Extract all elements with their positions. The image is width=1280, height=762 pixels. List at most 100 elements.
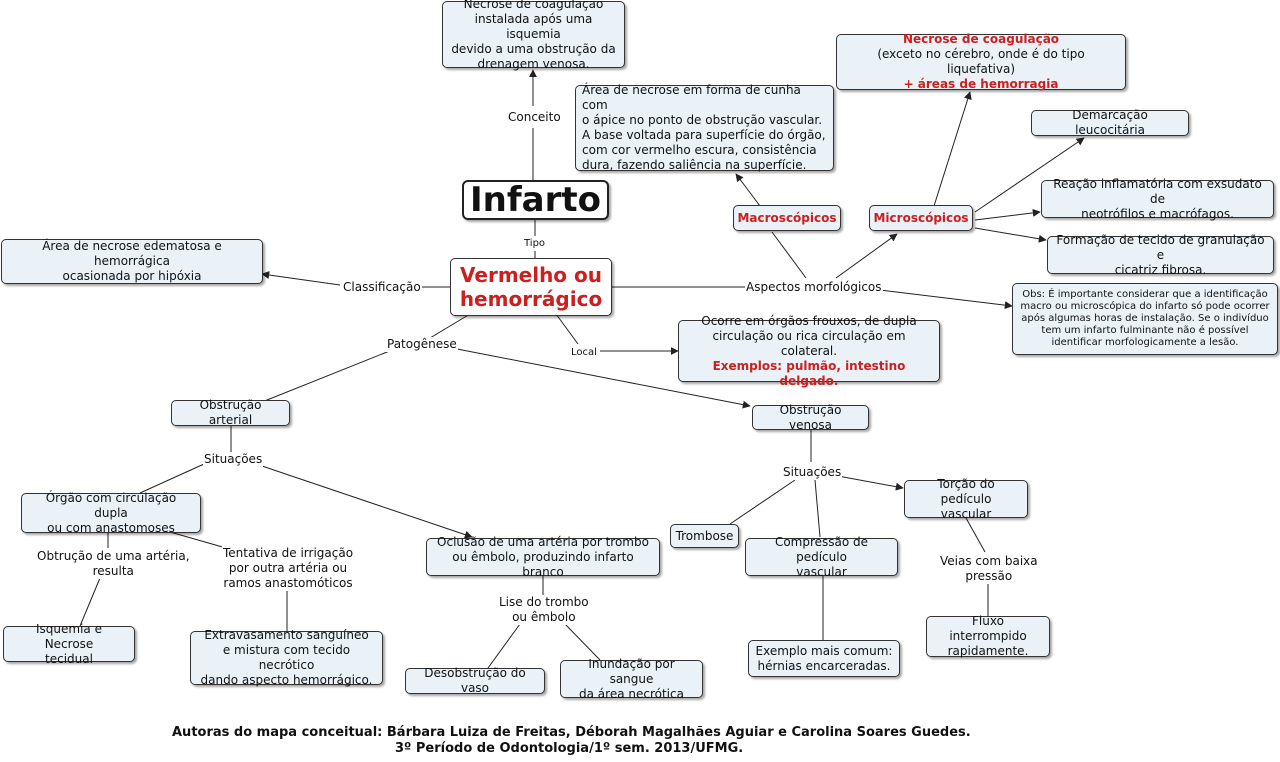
obs-line-5: identificar morfologicamente a lesão. (1051, 337, 1239, 348)
exemplo-line-1: Exemplo mais comum: (755, 643, 893, 658)
inundacao-line-2: da área necrótica (579, 686, 684, 701)
oclusao-line-1: Oclusão de uma artéria por trombo (437, 534, 649, 549)
formacao-line-2: cicatriz fibrosa. (1114, 262, 1207, 277)
torcao-line-2: vascular (940, 506, 992, 521)
obstrucao-venosa-label: Obstrução venosa (779, 402, 842, 432)
macro-desc-line-1: Área de necrose em forma de cunha com (582, 83, 801, 112)
label-patogenese: Patogênese (386, 337, 458, 352)
label-situacoes-arterial: Situações (203, 452, 264, 467)
obs-line-3: após algumas horas de instalação. Se o i… (1021, 313, 1269, 324)
microscopicos-node[interactable]: Microscópicos (869, 205, 973, 231)
concept-node[interactable]: Necrose de coagulação instalada após uma… (442, 0, 625, 71)
obstrucao-arterial-label: Obstrução arterial (199, 398, 262, 427)
label-tentativa: Tentativa de irrigação por outra artéria… (222, 546, 355, 591)
label-situacoes-venosa: Situações (782, 465, 843, 480)
compressao-line-2: vascular (796, 564, 847, 579)
micro-coag-line-2: (exceto no cérebro, onde é do tipo lique… (877, 47, 1085, 76)
oclusao-node[interactable]: Oclusão de uma artéria por trombo ou êmb… (426, 534, 660, 579)
label-veias-line-1: Veias com baixa (940, 554, 1038, 568)
compressao-line-1: Compressão de pedículo (774, 534, 869, 564)
label-aspectos: Aspectos morfológicos (745, 280, 883, 295)
label-tentativa-line-3: ramos anastomóticos (223, 576, 353, 590)
label-obtrucao: Obtrução de uma artéria, resulta (36, 549, 191, 579)
label-local: Local (570, 345, 598, 360)
macro-desc-line-3: A base voltada para superfície do órgão, (582, 128, 826, 142)
label-tentativa-line-1: Tentativa de irrigação (223, 546, 354, 560)
obs-line-4: tem um infarto fulminante não é possível (1041, 325, 1249, 336)
label-lise-line-1: Lise do trombo (499, 595, 589, 609)
concept-line-3: devido a uma obstrução da (451, 42, 616, 56)
trombose-node[interactable]: Trombose (670, 524, 739, 548)
obstrucao-arterial-node[interactable]: Obstrução arterial (171, 398, 290, 427)
obstrucao-venosa-node[interactable]: Obstrução venosa (752, 402, 869, 432)
observation-node[interactable]: Obs: É importante considerar que a ident… (1012, 283, 1278, 355)
isquemia-node[interactable]: Isquemia e Necrose tecidual (3, 622, 135, 666)
exemplo-node[interactable]: Exemplo mais comum: hérnias encarceradas… (748, 640, 900, 677)
torcao-line-1: Torção do pedículo (937, 476, 995, 506)
micro-coag-line-1: Necrose de coagulação (902, 32, 1060, 46)
demarcacao-node[interactable]: Demarcação leucocitária (1031, 108, 1189, 137)
extravasamento-line-2: e mistura com tecido necrótico (222, 643, 351, 672)
classification-node[interactable]: Área de necrose edematosa e hemorrágica … (1, 239, 263, 284)
trombose-label: Trombose (675, 528, 734, 543)
local-line-1: Ocorre em órgãos frouxos, de dupla (701, 313, 917, 328)
type-line-1: Vermelho ou (460, 263, 602, 287)
desobstrucao-label: Desobstrução do vaso (424, 666, 526, 695)
concept-line-2: instalada após uma isquemia (474, 12, 593, 41)
label-obtrucao-line-2: resulta (92, 564, 134, 578)
demarcacao-label: Demarcação leucocitária (1072, 108, 1148, 137)
label-conceito: Conceito (507, 110, 562, 125)
fluxo-line-2: rapidamente. (947, 644, 1029, 658)
obs-line-2: macro ou microscópica do infarto só pode… (1020, 301, 1270, 312)
macro-desc-line-2: o ápice no ponto de obstrução vascular. (582, 113, 823, 127)
macroscopicos-label: Macroscópicos (737, 210, 837, 225)
fluxo-line-1: Fluxo interrompido (949, 614, 1027, 643)
formacao-node[interactable]: Formação de tecido de granulação e cicat… (1047, 232, 1274, 277)
type-line-2: hemorrágico (459, 287, 603, 311)
reacao-line-1: Reação inflamatória com exsudato de (1053, 176, 1262, 206)
oclusao-line-2: ou êmbolo, produzindo infarto branco (452, 549, 634, 579)
orgao-dupla-node[interactable]: Órgão com circulação dupla ou com anasto… (21, 490, 201, 535)
exemplo-line-2: hérnias encarceradas. (757, 658, 891, 673)
reacao-node[interactable]: Reação inflamatória com exsudato de neot… (1041, 176, 1274, 221)
label-tentativa-line-2: por outra artéria ou (228, 561, 348, 575)
local-line-2: circulação ou rica circulação em colater… (712, 328, 906, 358)
isquemia-line-2: tecidual (45, 651, 93, 666)
concept-line-1: Necrose de coagulação (463, 0, 604, 11)
macro-desc-line-5: dura, fazendo saliência na superfície. (582, 158, 807, 172)
root-title: Infarto (470, 180, 601, 220)
macro-description-node[interactable]: Área de necrose em forma de cunha com o … (575, 83, 834, 172)
footer-authors: Autoras do mapa conceitual: Bárbara Luiz… (172, 725, 971, 740)
root-node-infarto[interactable]: Infarto (462, 180, 609, 220)
isquemia-line-1: Isquemia e Necrose (36, 621, 102, 651)
label-tipo: Tipo (523, 236, 547, 251)
label-obtrucao-line-1: Obtrução de uma artéria, (37, 549, 190, 563)
torcao-node[interactable]: Torção do pedículo vascular (904, 476, 1028, 521)
type-node[interactable]: Vermelho ou hemorrágico (450, 258, 612, 316)
inundacao-node[interactable]: Inundação por sangue da área necrótica (560, 656, 703, 701)
micro-coag-line-3: + áreas de hemorragia (903, 77, 1059, 91)
extravasamento-node[interactable]: Extravasamento sanguíneo e mistura com t… (190, 628, 383, 687)
macroscopicos-node[interactable]: Macroscópicos (733, 205, 841, 231)
reacao-line-2: neotrófilos e macrófagos. (1081, 206, 1234, 221)
concept-line-4: drenagem venosa. (477, 57, 590, 71)
macro-desc-line-4: com cor vermelho escura, consistência (582, 143, 817, 157)
compressao-node[interactable]: Compressão de pedículo vascular (745, 534, 898, 579)
inundacao-line-1: Inundação por sangue (588, 656, 675, 686)
label-veias-line-2: pressão (965, 569, 1013, 583)
formacao-line-1: Formação de tecido de granulação e (1056, 232, 1265, 262)
micro-coag-node[interactable]: Necrose de coagulação (exceto no cérebro… (836, 32, 1126, 91)
microscopicos-label: Microscópicos (873, 210, 969, 225)
classification-line-1: Área de necrose edematosa e hemorrágica (42, 239, 222, 268)
orgao-line-1: Órgão com circulação dupla (45, 490, 177, 520)
label-lise: Lise do trombo ou êmbolo (498, 595, 590, 625)
desobstrucao-node[interactable]: Desobstrução do vaso (405, 666, 545, 695)
fluxo-node[interactable]: Fluxo interrompido rapidamente. (926, 614, 1050, 658)
footer-course: 3º Período de Odontologia/1º sem. 2013/U… (395, 741, 744, 756)
classification-line-2: ocasionada por hipóxia (62, 269, 202, 283)
extravasamento-line-3: dando aspecto hemorrágico. (200, 673, 373, 687)
obs-line-1: Obs: É importante considerar que a ident… (1022, 289, 1268, 300)
label-veias: Veias com baixa pressão (939, 554, 1039, 584)
local-description-node[interactable]: Ocorre em órgãos frouxos, de dupla circu… (678, 314, 940, 388)
